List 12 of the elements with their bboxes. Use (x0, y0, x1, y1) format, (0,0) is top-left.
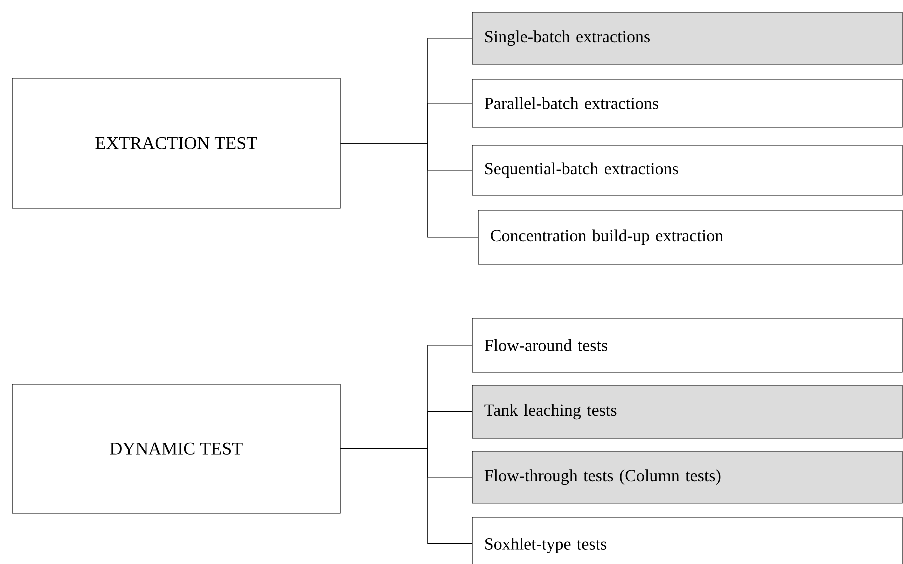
connector-line (340, 143, 478, 238)
category-box: DYNAMIC TEST (12, 384, 341, 514)
test-type-box: Tank leaching tests (472, 385, 903, 439)
test-type-box: Single-batch extractions (472, 12, 903, 65)
test-type-box: Flow-around tests (472, 318, 903, 373)
test-type-box: Concentration build-up extraction (478, 210, 903, 265)
test-type-box: Parallel-batch extractions (472, 79, 903, 128)
test-type-box: Soxhlet-type tests (472, 517, 903, 564)
test-type-box: Sequential-batch extractions (472, 145, 903, 196)
connector-line (340, 448, 472, 544)
test-type-box: Flow-through tests (Column tests) (472, 451, 903, 504)
category-box: EXTRACTION TEST (12, 78, 341, 209)
